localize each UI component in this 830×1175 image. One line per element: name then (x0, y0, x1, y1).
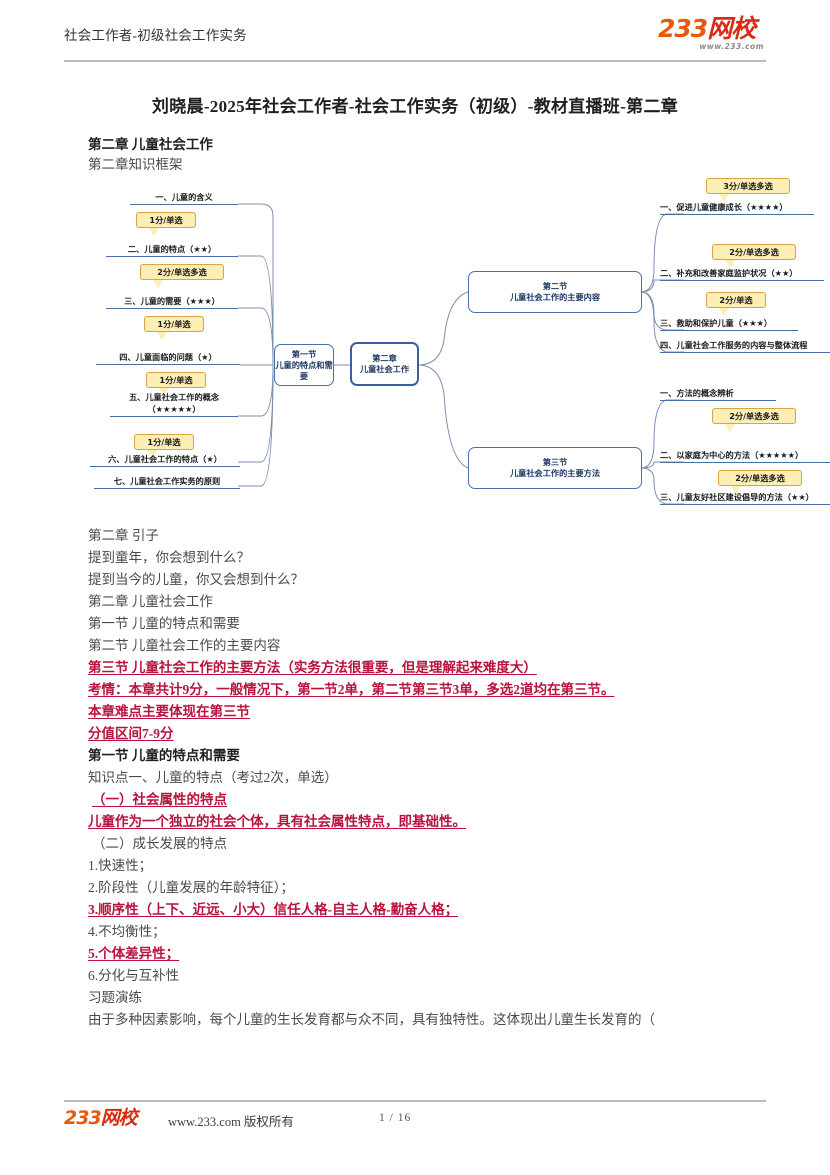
body-line-18: 4.不均衡性； (88, 924, 166, 939)
body-line-14: （二）成长发展的特点 (92, 836, 227, 851)
framework-label: 第二章知识框架 (88, 157, 183, 172)
body-line-2: 提到当今的儿童，你又会想到什么？ (88, 572, 304, 587)
callout-tail-icon (159, 388, 169, 396)
body-line-19: 5.个体差异性； (88, 946, 180, 961)
body-line-0: 第二章 引子 (88, 528, 159, 543)
mindmap-node-chapter-center[interactable]: 第二章 儿童社会工作 (350, 342, 419, 386)
mindmap-node-section-3-line2: 儿童社会工作的主要方法 (509, 468, 601, 478)
header-title: 社会工作者-初级社会工作实务 (64, 28, 247, 43)
mindmap-node-section-2[interactable]: 第二节 儿童社会工作的主要内容 (468, 271, 642, 313)
page-number: 1 / 16 (379, 1112, 412, 1124)
mindmap-leaf-s1-4: 四、儿童面临的问题（★） (96, 352, 240, 365)
brand-logo-cn: 网校 (707, 14, 756, 43)
knowledge-framework-mindmap: 一、儿童的含义 1分/单选 二、儿童的特点（★★） 2分/单选多选 三、儿童的需… (88, 178, 830, 520)
footer-logo-cn: 网校 (100, 1107, 138, 1129)
mindmap-callout-s1-1: 1分/单选 (136, 212, 196, 236)
mindmap-callout-s3-2: 2分/单选多选 (718, 470, 802, 494)
body-line-11: 知识点一、儿童的特点（考过2次，单选） (88, 770, 338, 785)
mindmap-callout-s2-2: 2分/单选多选 (712, 244, 796, 268)
mindmap-leaf-s3-3: 三、儿童友好社区建设倡导的方法（★★） (660, 492, 830, 505)
mindmap-leaf-s2-3: 三、救助和保护儿童（★★★） (660, 318, 798, 331)
mindmap-callout-s2-3: 2分/单选 (706, 292, 766, 316)
mindmap-callout-s2-3-label: 2分/单选 (719, 295, 753, 305)
mindmap-callout-s1-3: 1分/单选 (144, 316, 204, 340)
page-footer: 233网校 www.233.com 版权所有 1 / 16 (64, 1108, 766, 1134)
mindmap-leaf-s1-6: 六、儿童社会工作的特点（★） (90, 454, 240, 467)
mindmap-leaf-s1-7: 七、儿童社会工作实务的原则 (94, 476, 240, 489)
callout-tail-icon (719, 194, 729, 202)
mindmap-callout-s1-2-label: 2分/单选多选 (157, 267, 207, 277)
footer-logo-number: 233 (64, 1107, 102, 1129)
mindmap-callout-s1-4-label: 1分/单选 (159, 375, 193, 385)
callout-tail-icon (725, 424, 735, 432)
mindmap-leaf-s3-2: 二、以家庭为中心的方法（★★★★★） (660, 450, 830, 463)
body-line-16: 2.阶段性（儿童发展的年龄特征）； (88, 880, 294, 895)
body-line-22: 由于多种因素影响，每个儿童的生长发育都与众不同，具有独特性。这体现出儿童生长发育… (88, 1012, 655, 1027)
brand-logo-header: 233网校 www.233.com (658, 16, 766, 56)
mindmap-leaf-s1-5: 五、儿童社会工作的概念（★★★★★） (110, 392, 238, 417)
mindmap-callout-s1-5: 1分/单选 (134, 434, 194, 458)
callout-tail-icon (149, 228, 159, 236)
mindmap-callout-s2-1-label: 3分/单选多选 (723, 181, 773, 191)
chapter-heading: 第二章 儿童社会工作 (88, 137, 213, 152)
mindmap-callout-s1-2: 2分/单选多选 (140, 264, 224, 288)
mindmap-node-center-line2: 儿童社会工作 (359, 364, 410, 374)
page-header: 社会工作者-初级社会工作实务 233网校 www.233.com (64, 16, 766, 64)
mindmap-node-section-3-line1: 第三节 (542, 457, 568, 467)
page-title: 刘晓晨-2025年社会工作者-社会工作实务（初级）-教材直播班-第二章 (151, 97, 679, 116)
body-line-3: 第二章 儿童社会工作 (88, 594, 213, 609)
mindmap-callout-s1-3-label: 1分/单选 (157, 319, 191, 329)
callout-tail-icon (157, 332, 167, 340)
mindmap-leaf-s1-2: 二、儿童的特点（★★） (106, 244, 238, 257)
footer-divider (64, 1100, 766, 1102)
mindmap-leaf-s3-1: 一、方法的概念辨析 (660, 388, 776, 401)
mindmap-leaf-s2-2: 二、补充和改善家庭监护状况（★★） (660, 268, 824, 281)
body-line-7: 考情：本章共计9分，一般情况下，第一节2单，第二节第三节3单，多选2道均在第三节… (88, 682, 615, 697)
body-line-8: 本章难点主要体现在第三节 (88, 704, 250, 719)
mindmap-callout-s1-1-label: 1分/单选 (149, 215, 183, 225)
brand-logo-number: 233 (658, 14, 708, 43)
mindmap-leaf-s2-1: 一、促进儿童健康成长（★★★★） (660, 202, 814, 215)
mindmap-leaf-s2-4: 四、儿童社会工作服务的内容与整体流程 (660, 340, 830, 353)
mindmap-leaf-s1-1: 一、儿童的含义 (130, 192, 238, 205)
mindmap-leaf-s1-3: 三、儿童的需要（★★★） (106, 296, 238, 309)
mindmap-callout-s3-1: 2分/单选多选 (712, 408, 796, 432)
body-line-6: 第三节 儿童社会工作的主要方法（实务方法很重要，但是理解起来难度大） (88, 660, 537, 675)
body-line-9: 分值区间7-9分 (88, 726, 174, 741)
mindmap-node-center-line1: 第二章 (372, 353, 397, 363)
body-line-21: 习题演练 (88, 990, 142, 1005)
callout-tail-icon (153, 280, 163, 288)
mindmap-node-section-2-line1: 第二节 (542, 281, 568, 291)
mindmap-callout-s3-1-label: 2分/单选多选 (729, 411, 779, 421)
mindmap-callout-s2-1: 3分/单选多选 (706, 178, 790, 202)
mindmap-connectors (238, 203, 684, 505)
body-line-10: 第一节 儿童的特点和需要 (88, 748, 240, 763)
mindmap-node-section-2-line2: 儿童社会工作的主要内容 (509, 292, 601, 302)
brand-logo-text: 233网校 (658, 16, 766, 41)
brand-logo-url: www.233.com (699, 42, 764, 51)
body-line-5: 第二节 儿童社会工作的主要内容 (88, 638, 281, 653)
body-line-13: 儿童作为一个独立的社会个体，具有社会属性特点，即基础性。 (88, 814, 466, 829)
mindmap-node-section-1-line1: 第一节 (291, 348, 317, 359)
mindmap-node-section-3[interactable]: 第三节 儿童社会工作的主要方法 (468, 447, 642, 489)
body-line-1: 提到童年，你会想到什么？ (88, 550, 250, 565)
callout-tail-icon (719, 308, 729, 316)
body-line-15: 1.快速性； (88, 858, 153, 873)
callout-tail-icon (725, 260, 735, 268)
mindmap-node-section-1-line2: 儿童的特点和需要 (275, 359, 333, 381)
body-line-4: 第一节 儿童的特点和需要 (88, 616, 240, 631)
footer-copyright: www.233.com 版权所有 (168, 1115, 294, 1129)
callout-tail-icon (731, 486, 741, 494)
mindmap-callout-s2-2-label: 2分/单选多选 (729, 247, 779, 257)
brand-logo-footer: 233网校 (64, 1107, 138, 1129)
body-line-12: （一）社会属性的特点 (92, 792, 227, 807)
mindmap-node-section-1[interactable]: 第一节 儿童的特点和需要 (274, 344, 334, 386)
callout-tail-icon (147, 450, 157, 458)
body-line-17: 3.顺序性（上下、近远、小大）信任人格-自主人格-勤奋人格； (88, 902, 459, 917)
mindmap-callout-s1-4: 1分/单选 (146, 372, 206, 396)
mindmap-callout-s3-2-label: 2分/单选多选 (735, 473, 785, 483)
body-line-20: 6.分化与互补性 (88, 968, 180, 983)
mindmap-callout-s1-5-label: 1分/单选 (147, 437, 181, 447)
header-divider (64, 60, 766, 62)
